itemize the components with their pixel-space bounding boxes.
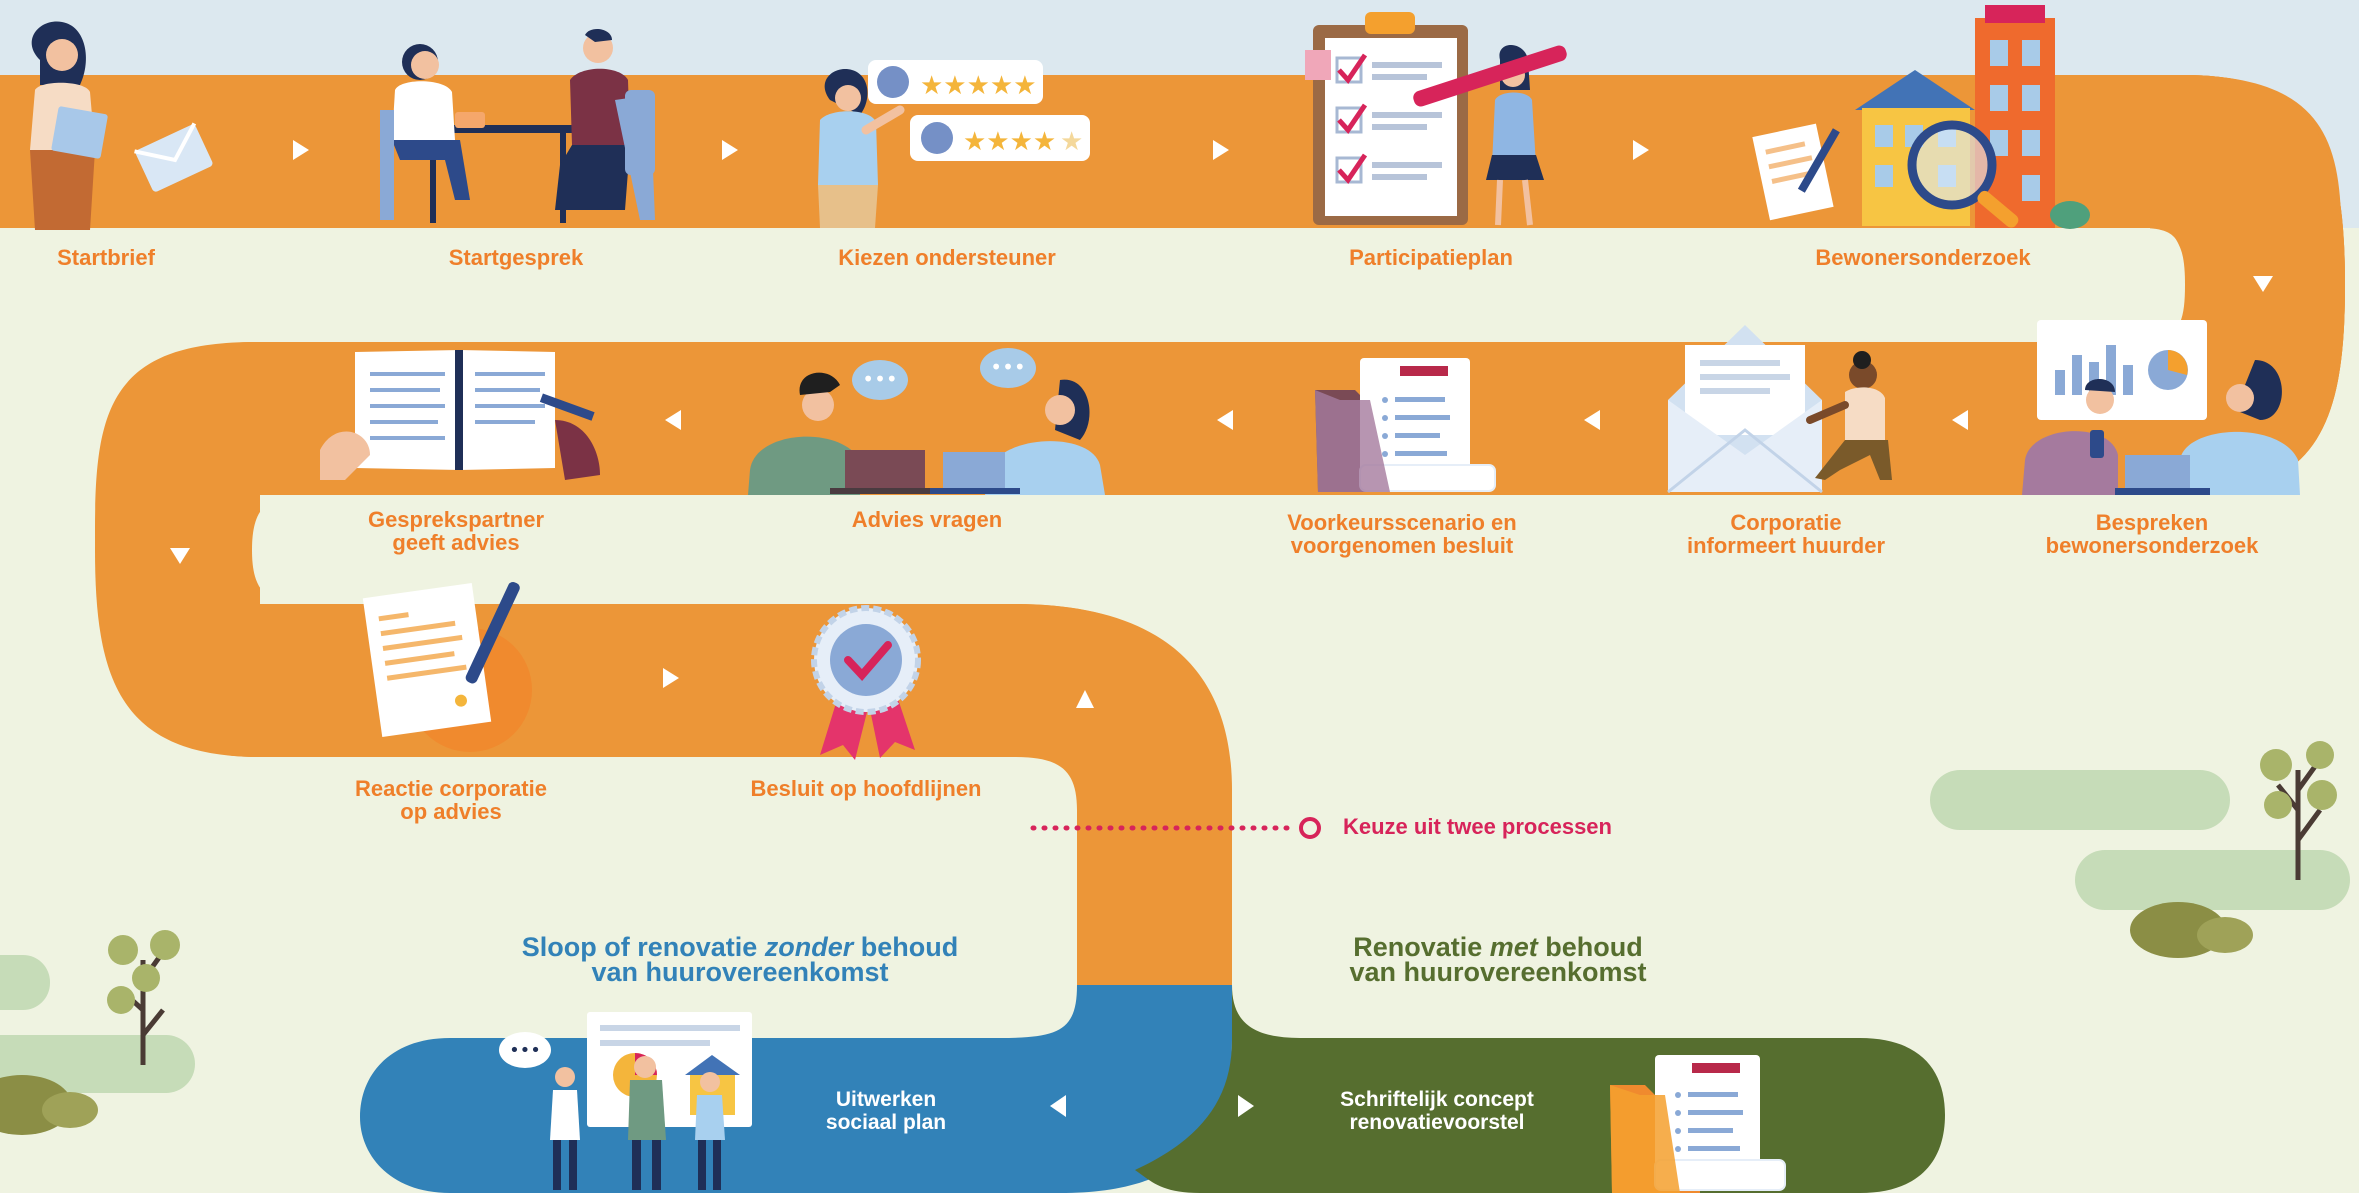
end-step-uitwerken-sociaal-plan: Uitwerken sociaal plan — [826, 1088, 946, 1134]
tree-icon — [107, 930, 180, 1065]
step-label-startgesprek: Startgesprek — [448, 245, 584, 270]
svg-text:★★★★★: ★★★★★ — [920, 71, 1037, 101]
chat-laptops-icon: ••• ••• — [748, 348, 1105, 495]
end-step-concept-renovatievoorstel: Schriftelijk concept renovatievoorstel — [1340, 1088, 1534, 1134]
presentation-chart-icon — [2022, 320, 2300, 495]
path-title-emphasis: met — [1489, 932, 1538, 962]
arrow-down-icon — [2253, 276, 2273, 292]
orange-road-turn-left-hole — [252, 495, 300, 604]
step-label-corporatie-informeert: Corporatie informeert huurder — [1687, 511, 1885, 557]
meeting-at-table-icon — [380, 28, 655, 223]
svg-text:•••: ••• — [509, 1040, 541, 1061]
arrow-down-icon — [170, 548, 190, 564]
award-ribbon-icon — [811, 605, 921, 760]
orange-road-bend — [1015, 604, 1232, 990]
step-label-kiezen-ondersteuner: Kiezen ondersteuner — [838, 245, 1056, 270]
step-label-gesprekspartner: Gesprekspartner geeft advies — [368, 508, 544, 554]
path-title-line: Sloop of renovatie zonder behoud — [521, 932, 959, 962]
step-label-bespreken-bewonersonderzoek: Bespreken bewonersonderzoek — [2046, 511, 2259, 557]
step-label-line: Gesprekspartner — [367, 507, 545, 532]
end-step-line: Schriftelijk concept — [1340, 1088, 1534, 1111]
envelope-icon — [134, 122, 213, 192]
bush-right — [1930, 770, 2350, 958]
end-step-line: sociaal plan — [825, 1111, 947, 1134]
tree-icon — [2260, 741, 2337, 880]
house-with-magnifier-icon — [1752, 5, 2090, 229]
blue-road — [360, 985, 1232, 1193]
folder-document-icon — [1610, 1055, 1786, 1193]
svg-text:•••: ••• — [990, 355, 1025, 379]
folder-document-icon — [1315, 358, 1496, 492]
path-title-met: Renovatie met behoud van huurovereenkoms… — [1349, 932, 1647, 987]
path-title-line: van huurovereenkomst — [591, 957, 889, 987]
step-label-line: bewonersonderzoek — [2045, 533, 2259, 558]
ground-strip — [300, 495, 2200, 604]
woman-with-letter-icon — [30, 21, 108, 230]
path-title-part: Renovatie — [1353, 932, 1490, 962]
step-label-line: op advies — [400, 799, 502, 824]
path-title-line: van huurovereenkomst — [1349, 957, 1647, 987]
step-label-line: informeert huurder — [1686, 533, 1886, 558]
arrow-right-icon — [293, 140, 309, 160]
open-envelope-icon — [1667, 325, 1892, 494]
step-label-line: Voorkeursscenario en — [1287, 510, 1517, 535]
arrow-right-icon — [1633, 140, 1649, 160]
step-label-line: Reactie corporatie — [355, 776, 547, 801]
path-title-part: behoud — [1537, 932, 1643, 962]
step-label-startbrief: Startbrief — [57, 245, 155, 270]
path-title-line: Renovatie met behoud — [1349, 932, 1646, 962]
choice-dotted-line — [1030, 817, 1321, 839]
arrow-left-icon — [1217, 410, 1233, 430]
path-title-zonder: Sloop of renovatie zonder behoud van huu… — [521, 932, 959, 987]
signed-document-icon — [362, 581, 532, 752]
step-label-advies-vragen: Advies vragen — [851, 507, 1003, 532]
team-presentation-icon: ••• — [499, 1012, 752, 1190]
arrow-right-icon — [663, 668, 679, 688]
svg-text:★: ★ — [1060, 127, 1083, 157]
step-label-line: geeft advies — [392, 530, 520, 555]
end-step-line: Uitwerken — [835, 1088, 937, 1111]
arrow-right-icon — [1238, 1095, 1254, 1117]
step-label-reactie-corporatie: Reactie corporatie op advies — [355, 777, 547, 823]
arrow-left-icon — [1584, 410, 1600, 430]
arrow-left-icon — [1952, 410, 1968, 430]
arrow-left-icon — [1050, 1095, 1066, 1117]
step-label-line: Corporatie — [1730, 510, 1842, 535]
svg-text:•••: ••• — [862, 367, 897, 391]
step-label-participatieplan: Participatieplan — [1349, 245, 1513, 270]
choice-node-icon — [1299, 817, 1321, 839]
step-label-bewonersonderzoek: Bewonersonderzoek — [1815, 245, 2031, 270]
arrow-right-icon — [722, 140, 738, 160]
path-title-part: behoud — [853, 932, 959, 962]
svg-text:★★★★: ★★★★ — [963, 127, 1056, 157]
bush-left — [0, 955, 195, 1135]
choice-label: Keuze uit twee processen — [1343, 814, 1612, 839]
step-label-voorkeursscenario: Voorkeursscenario en voorgenomen besluit — [1287, 511, 1516, 557]
direction-arrows — [170, 140, 2273, 1117]
path-title-emphasis: zonder — [764, 932, 854, 962]
rating-reviews-icon: ★★★★★ ★★★★ ★ — [818, 60, 1090, 228]
open-book-icon — [320, 350, 600, 480]
arrow-left-icon — [665, 410, 681, 430]
step-label-line: voorgenomen besluit — [1290, 533, 1514, 558]
arrow-up-icon — [1076, 690, 1094, 708]
clipboard-checklist-icon — [1305, 12, 1567, 226]
step-label-besluit-op-hoofdlijnen: Besluit op hoofdlijnen — [750, 776, 982, 801]
step-label-line: Bespreken — [2095, 510, 2209, 535]
arrow-right-icon — [1213, 140, 1229, 160]
orange-road-turn-right-hole — [2130, 228, 2185, 342]
path-title-part: Sloop of renovatie — [521, 932, 765, 962]
end-step-line: renovatievoorstel — [1349, 1111, 1525, 1134]
